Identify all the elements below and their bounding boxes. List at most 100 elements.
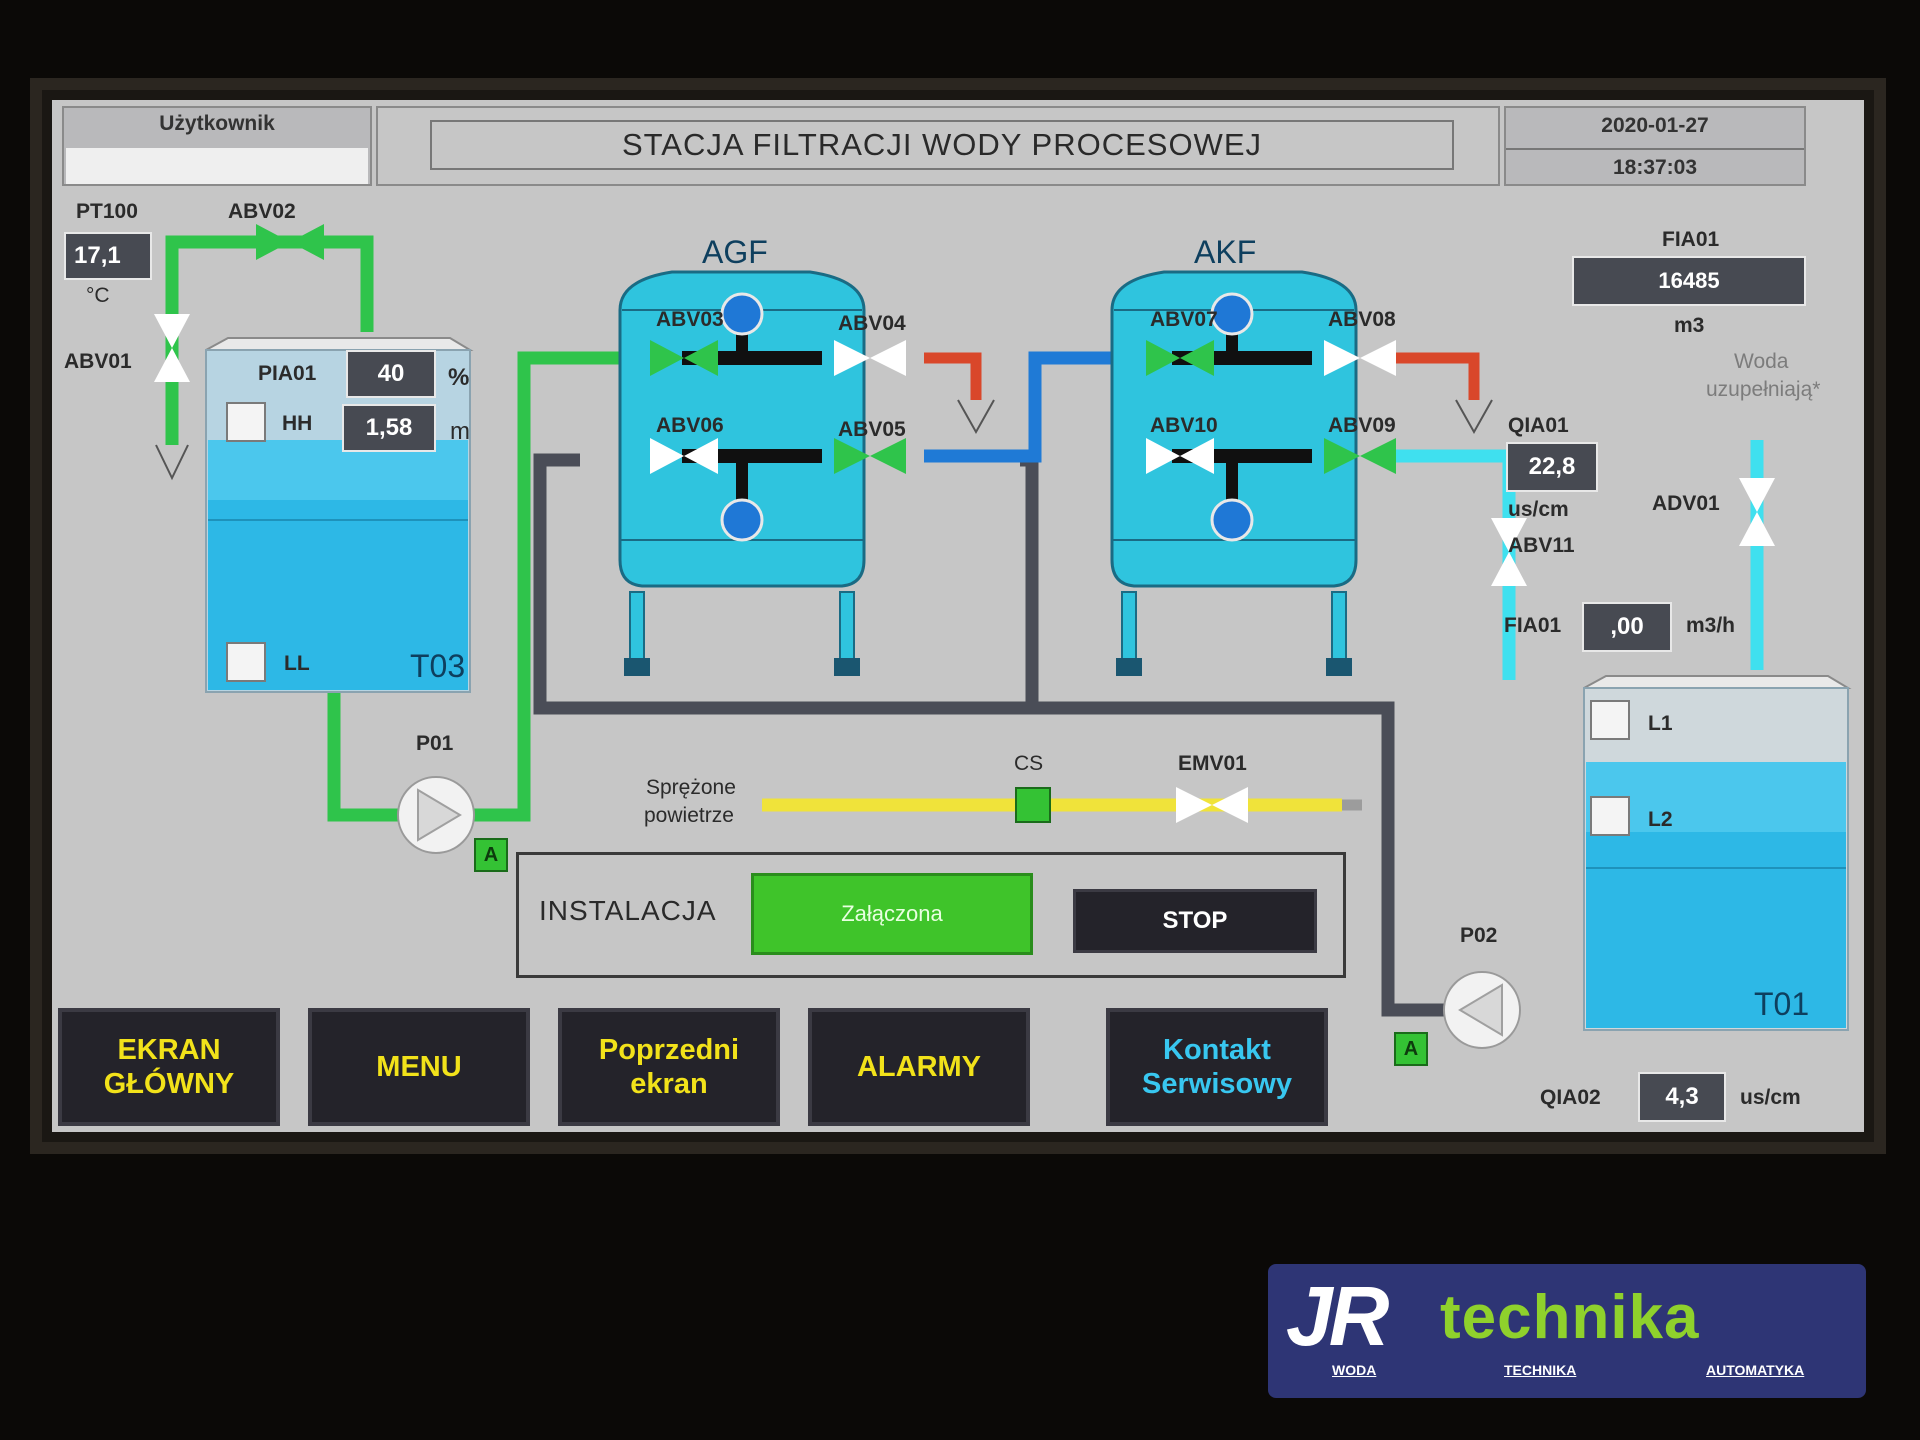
fia01-total-label: FIA01 [1662, 228, 1720, 251]
pump-p02-mode[interactable]: A [1394, 1032, 1428, 1066]
tank-t03 [205, 337, 474, 693]
logo-tag-automation: AUTOMATYKA [1706, 1362, 1805, 1378]
qia01-label: QIA01 [1508, 414, 1569, 437]
fia01-total-unit: m3 [1674, 314, 1705, 337]
filter-akf-vessel [1110, 270, 1358, 676]
abv03-label: ABV03 [656, 308, 724, 331]
fia01-total-value: 16485 [1572, 256, 1806, 306]
air-label-line2: powietrze [644, 804, 734, 827]
nav-main-screen-button[interactable]: EKRAN GŁÓWNY [58, 1008, 280, 1126]
pump-p02-label: P02 [1460, 924, 1498, 947]
hh-label: HH [282, 412, 313, 435]
logo-technika: technika [1440, 1283, 1700, 1352]
date-display: 2020-01-27 [1601, 114, 1709, 137]
filter-agf-name: AGF [702, 234, 768, 270]
feed-pipe-filter [460, 351, 647, 822]
nav-alarms-button[interactable]: ALARMY [808, 1008, 1030, 1126]
ll-label: LL [284, 652, 310, 675]
nav-menu-button[interactable]: MENU [308, 1008, 530, 1126]
l2-label: L2 [1648, 808, 1673, 831]
l1-level-indicator [1590, 700, 1630, 740]
drain-pipe-agf [924, 352, 982, 400]
logo-tag-technology: TECHNIKA [1504, 1362, 1577, 1378]
hmi-screen: Użytkownik STACJA FILTRACJI WODY PROCESO… [52, 100, 1864, 1132]
drain-pipe-akf [1392, 352, 1480, 400]
valve-emv01-icon [1176, 787, 1248, 823]
valve-abv05-icon [834, 438, 906, 474]
logo-jr: JR [1286, 1269, 1389, 1363]
qia02-unit: us/cm [1740, 1086, 1801, 1109]
drain-arrow-akf [1455, 399, 1493, 435]
pia01-label: PIA01 [258, 362, 317, 385]
logo-tag-water: WODA [1332, 1362, 1377, 1378]
abv07-label: ABV07 [1150, 308, 1218, 331]
treated-pipe [924, 351, 1147, 463]
abv10-label: ABV10 [1150, 414, 1218, 437]
valve-abv04-icon [834, 340, 906, 376]
datetime-panel: 2020-01-27 18:37:03 [1504, 106, 1806, 186]
adv01-label: ADV01 [1652, 492, 1720, 515]
valve-abv02-icon [256, 224, 324, 260]
pt100-value: 17,1 [64, 232, 152, 280]
company-logo: JR technika WODA TECHNIKA AUTOMATYKA [1268, 1264, 1866, 1398]
installation-label: INSTALACJA [539, 895, 717, 926]
fia01-flow-value: ,00 [1582, 602, 1672, 652]
stop-button[interactable]: STOP [1073, 889, 1317, 953]
hh-level-indicator [226, 402, 266, 442]
fia01-flow-label: FIA01 [1504, 614, 1562, 637]
user-label: Użytkownik [159, 112, 275, 135]
level-unit: m [450, 418, 470, 445]
qia02-value: 4,3 [1638, 1072, 1726, 1122]
valve-abv08-icon [1324, 340, 1396, 376]
nav-service-contact-button[interactable]: Kontakt Serwisowy [1106, 1008, 1328, 1126]
valve-abv10-icon [1146, 438, 1214, 474]
valve-abv06-icon [650, 438, 718, 474]
drain-arrow-agf [957, 399, 995, 435]
valve-abv07-icon [1146, 340, 1214, 376]
level-value: 1,58 [342, 404, 436, 452]
installation-on-button[interactable]: Załączona [751, 873, 1033, 955]
page-title: STACJA FILTRACJI WODY PROCESOWEJ [430, 120, 1454, 170]
pt100-unit: °C [86, 284, 110, 307]
pump-p01-mode[interactable]: A [474, 838, 508, 872]
nav-previous-screen-button[interactable]: Poprzedni ekran [558, 1008, 780, 1126]
valve-abv03-icon [650, 340, 718, 376]
l1-label: L1 [1648, 712, 1673, 735]
pia01-value: 40 [346, 350, 436, 398]
abv05-label: ABV05 [838, 418, 906, 441]
tank-t03-name: T03 [410, 648, 466, 684]
abv09-label: ABV09 [1328, 414, 1396, 437]
abv01-label: ABV01 [64, 350, 132, 373]
emv01-label: EMV01 [1178, 752, 1247, 775]
valve-adv01-icon [1739, 478, 1775, 546]
abv08-label: ABV08 [1328, 308, 1396, 331]
fia01-flow-unit: m3/h [1686, 614, 1736, 637]
abv02-label: ABV02 [228, 200, 296, 223]
pt100-label: PT100 [76, 200, 138, 223]
feed-pipe-top [165, 235, 374, 332]
air-label-line1: Sprężone [646, 776, 736, 799]
outlet-pipe [1389, 449, 1516, 680]
cs-indicator-icon [1015, 787, 1051, 823]
abv04-label: ABV04 [838, 312, 906, 335]
makeup-water-label-line2: uzupełniają* [1706, 378, 1821, 401]
valve-abv11-icon [1491, 518, 1527, 586]
tank-t01-name: T01 [1754, 986, 1810, 1022]
user-field[interactable] [66, 148, 368, 184]
qia01-value: 22,8 [1506, 442, 1598, 492]
pump-p01-label: P01 [416, 732, 454, 755]
feed-pipe-pump [327, 692, 412, 822]
filter-agf-vessel [618, 270, 866, 676]
pump-p01-icon [397, 776, 475, 854]
abv11-label: ABV11 [1508, 534, 1575, 557]
ll-level-indicator [226, 642, 266, 682]
drain-arrow-left [155, 444, 189, 481]
process-diagram [154, 224, 1852, 1049]
l2-level-indicator [1590, 796, 1630, 836]
pia01-unit: % [448, 364, 470, 391]
abv06-label: ABV06 [656, 414, 724, 437]
installation-panel: INSTALACJA Załączona STOP [516, 852, 1346, 978]
pump-p02-icon [1443, 971, 1521, 1049]
qia01-unit: us/cm [1508, 498, 1569, 521]
makeup-water-label-line1: Woda [1734, 350, 1789, 373]
